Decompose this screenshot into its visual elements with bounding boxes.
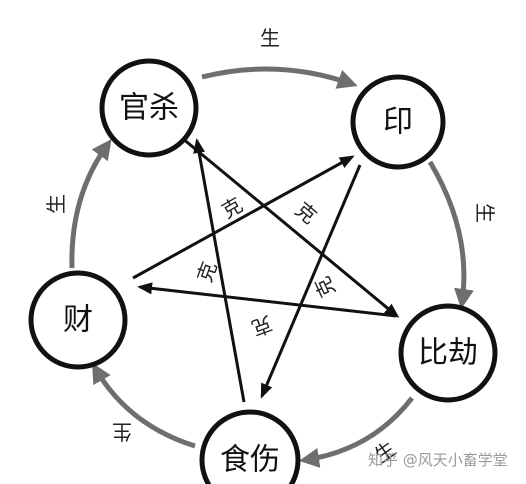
watermark: 知乎 @风天小畜学堂 xyxy=(368,451,508,469)
sheng-arrow-guansha-to-yin xyxy=(201,66,358,89)
sheng-arrow-bijie-to-shishang xyxy=(299,396,414,468)
node-cai-label: 财 xyxy=(63,303,93,338)
node-bijie: 比劫 xyxy=(398,303,498,403)
sheng-label-bottom-left: 生 xyxy=(112,420,132,444)
ke-label-left: 克 xyxy=(192,258,221,285)
sheng-label-left: 生 xyxy=(44,194,68,214)
node-shishang: 食伤 xyxy=(199,409,301,484)
node-guansha-label: 官杀 xyxy=(119,91,179,126)
sheng-arrow-cai-to-guansha xyxy=(69,139,112,269)
ke-label-bottom: 克 xyxy=(248,311,275,340)
ke-label-upper-right: 克 xyxy=(291,197,322,228)
sheng-arrow-shishang-to-cai xyxy=(91,362,196,449)
sheng-label-right: 生 xyxy=(473,203,497,223)
ke-line-yin-to-shishang xyxy=(260,164,362,399)
node-bijie-label: 比劫 xyxy=(418,336,478,371)
ke-line-shishang-to-guansha xyxy=(193,138,246,403)
ke-line-guansha-to-bijie xyxy=(181,136,400,318)
node-yin-label: 印 xyxy=(383,105,413,140)
node-cai: 财 xyxy=(28,270,128,370)
ke-line-bijie-to-cai xyxy=(137,282,397,318)
sheng-label-top: 生 xyxy=(260,26,280,50)
ke-line-cai-to-yin xyxy=(132,155,355,280)
ke-label-right: 克 xyxy=(310,273,340,301)
sheng-arrow-yin-to-bijie xyxy=(427,160,474,309)
node-shishang-label: 食伤 xyxy=(220,443,280,478)
node-guansha: 官杀 xyxy=(99,58,199,158)
node-yin: 印 xyxy=(350,74,446,170)
